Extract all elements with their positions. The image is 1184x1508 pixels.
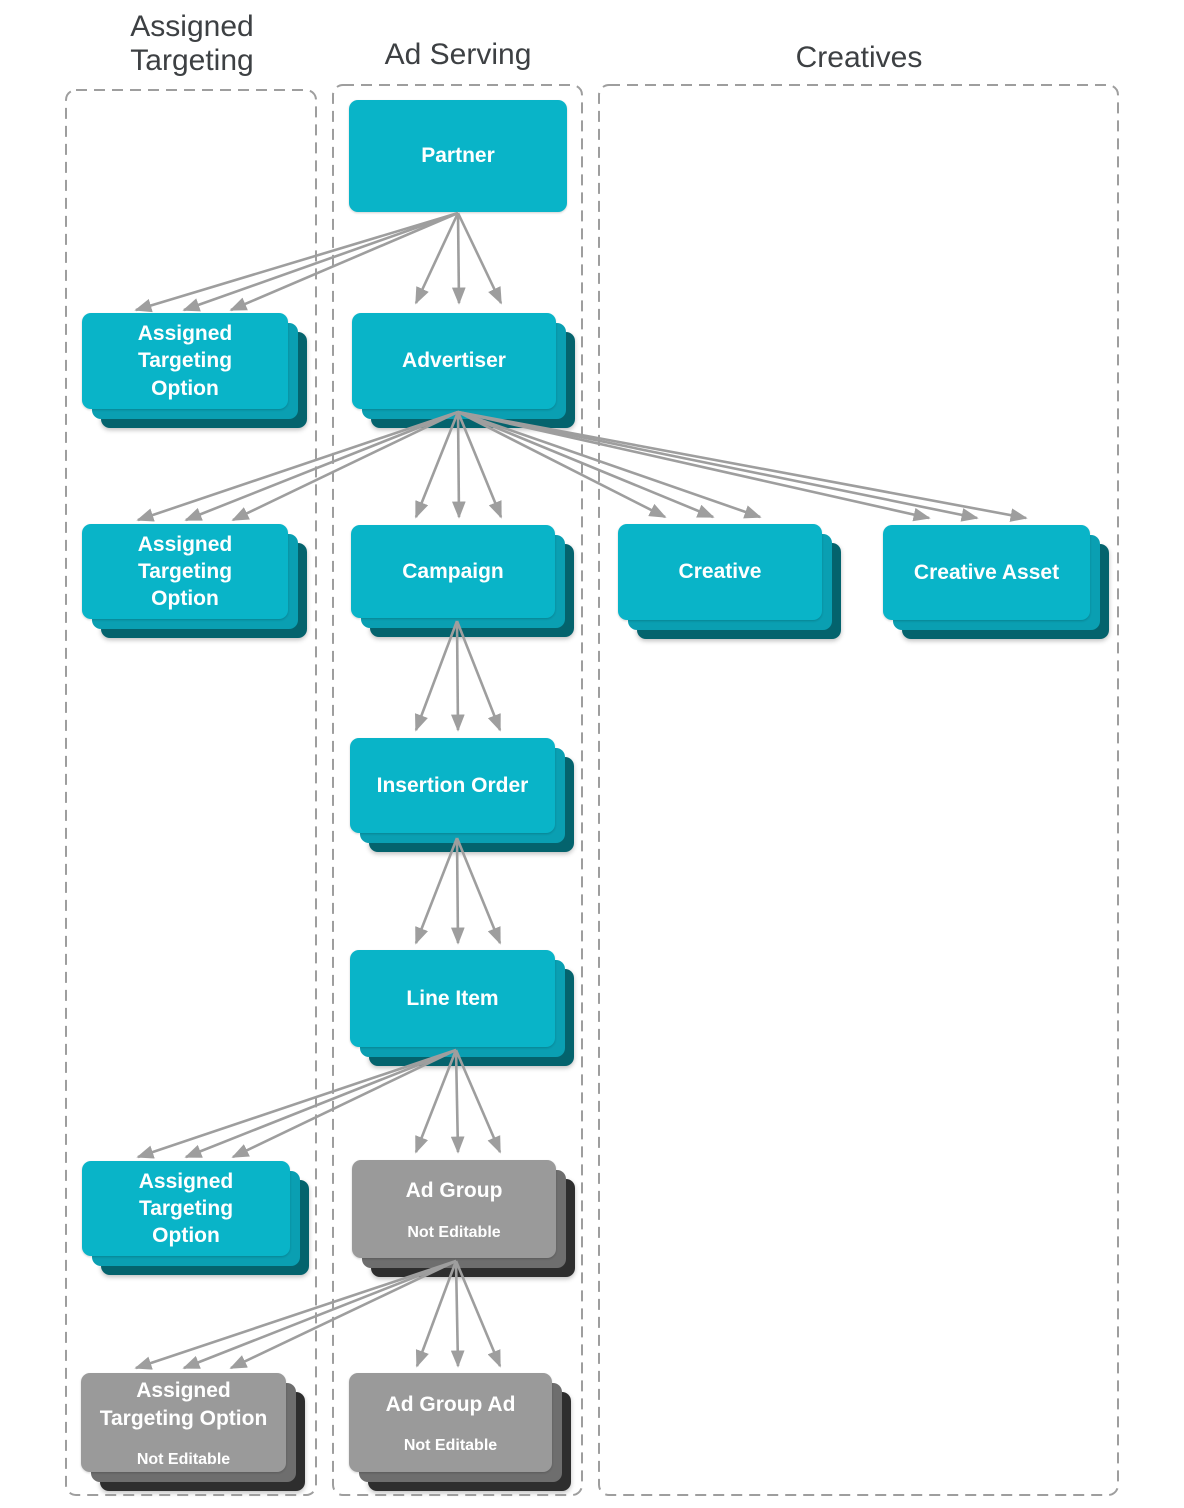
node-face: Advertiser	[352, 313, 556, 409]
edge-line	[456, 212, 503, 305]
node-face: Campaign	[351, 525, 555, 618]
node-face: Creative Asset	[883, 525, 1090, 620]
node-label: Partner	[421, 144, 495, 168]
node-sublabel: Not Editable	[407, 1223, 501, 1241]
edge-line	[450, 620, 465, 732]
node-face: Assigned Targeting Option	[82, 313, 288, 409]
node-label: Ad Group Ad	[385, 1392, 516, 1416]
node-label: Assigned Targeting Option	[137, 532, 233, 611]
node-label: Assigned Targeting Option	[99, 1379, 268, 1430]
edge-ad-group-to-assigned-targeting-option-4	[134, 1259, 457, 1370]
node-label: Campaign	[402, 559, 504, 583]
node-face: Insertion Order	[350, 738, 555, 833]
node-creative-asset: Creative Asset	[883, 525, 1109, 639]
node-advertiser: Advertiser	[352, 313, 575, 428]
edge-partner-to-advertiser	[414, 212, 503, 305]
edge-line	[134, 1259, 457, 1370]
edge-advertiser-to-assigned-targeting-option-2	[136, 410, 459, 522]
column-outline-assigned-targeting	[65, 89, 317, 1496]
edge-line	[184, 410, 459, 522]
edge-line	[414, 620, 459, 732]
node-label: Assigned Targeting Option	[137, 322, 233, 400]
node-partner: Partner	[349, 100, 567, 212]
node-face: Creative	[618, 524, 822, 620]
edge-line	[134, 211, 459, 313]
column-header-assigned-targeting: Assigned Targeting	[130, 10, 254, 77]
node-face: Partner	[349, 100, 567, 212]
node-line-item: Line Item	[350, 950, 574, 1066]
node-sublabel: Not Editable	[403, 1437, 498, 1455]
node-insertion-order: Insertion Order	[350, 738, 574, 852]
edge-line	[414, 837, 459, 945]
edge-line	[455, 620, 502, 732]
node-assigned-targeting-option-2: Assigned Targeting Option	[82, 524, 307, 638]
edge-line	[136, 1048, 457, 1159]
edge-campaign-to-insertion-order	[414, 620, 502, 732]
edge-line	[231, 1048, 457, 1159]
node-face: Ad Group Ad Not Editable	[349, 1373, 552, 1472]
edge-line	[414, 212, 460, 305]
column-outlines	[65, 84, 1119, 1496]
column-header-creatives: Creatives	[795, 41, 923, 74]
edge-line	[229, 211, 459, 312]
node-creative: Creative	[618, 524, 841, 639]
node-label: Ad Group	[405, 1179, 503, 1203]
edge-partner-to-assigned-targeting-option-1	[134, 211, 459, 313]
edge-line	[136, 410, 459, 522]
edge-line	[184, 1048, 457, 1159]
edge-line	[229, 1259, 457, 1370]
node-label: Advertiser	[402, 349, 506, 373]
column-outline-creatives	[598, 84, 1119, 1496]
node-campaign: Campaign	[351, 525, 574, 637]
node-assigned-targeting-option-1: Assigned Targeting Option	[82, 313, 307, 428]
edge-line	[451, 212, 466, 305]
edge-insertion-order-to-line-item	[414, 837, 502, 945]
node-label: Insertion Order	[376, 773, 529, 797]
edge-line	[182, 1259, 457, 1370]
node-sublabel: Not Editable	[136, 1450, 231, 1468]
node-label: Creative	[678, 560, 762, 584]
edge-line	[231, 410, 459, 522]
node-face: Line Item	[350, 950, 555, 1047]
node-assigned-targeting-option-3: Assigned Targeting Option	[82, 1161, 309, 1275]
node-label: Line Item	[406, 986, 499, 1010]
node-ad-group-ad: Ad Group Ad Not Editable	[349, 1373, 571, 1491]
edge-line	[450, 837, 465, 945]
edge-line	[182, 211, 459, 312]
node-label: Assigned Targeting Option	[138, 1169, 234, 1248]
node-face: Assigned Targeting Option	[82, 1161, 290, 1256]
node-face: Assigned Targeting Option	[82, 524, 288, 619]
edge-line	[455, 837, 502, 945]
edge-line-item-to-assigned-targeting-option-3	[136, 1048, 457, 1159]
node-label: Creative Asset	[913, 560, 1060, 584]
column-header-ad-serving: Ad Serving	[384, 38, 532, 71]
